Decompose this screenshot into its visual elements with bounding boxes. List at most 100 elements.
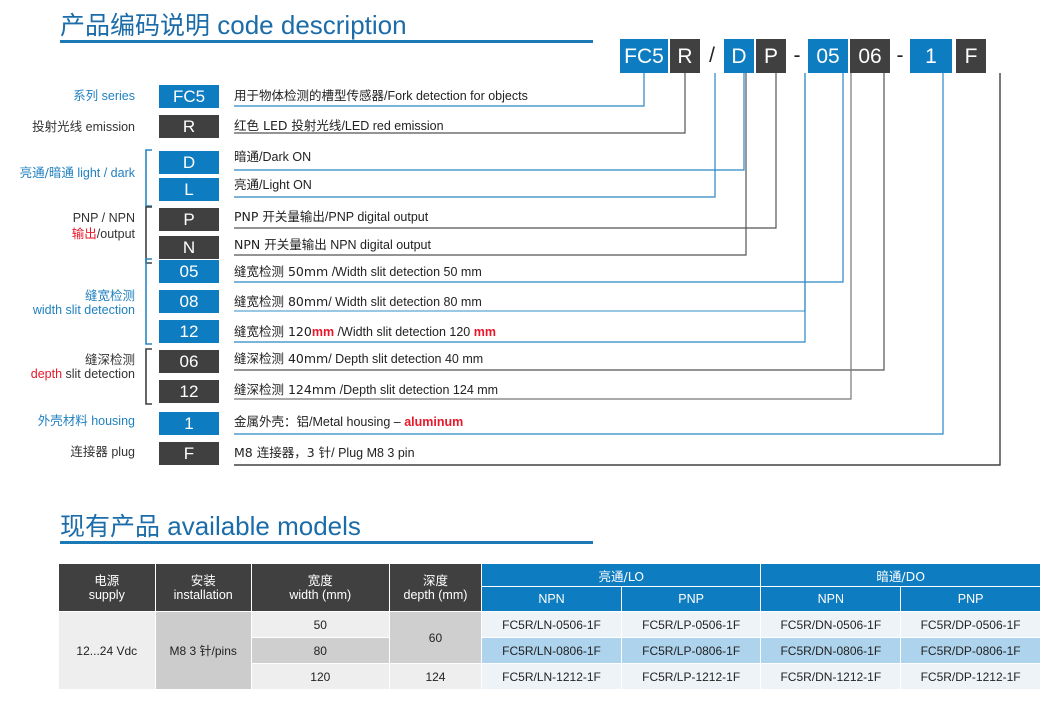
cell-width-3: 120 xyxy=(250,663,390,690)
header-supply: 电源 supply xyxy=(58,563,156,612)
description-emission-en: /LED red emission xyxy=(341,119,444,133)
label-housing-cn: 外壳材料 xyxy=(37,413,88,428)
table-row: 120 124 FC5R/LN-1212-1F FC5R/LP-1212-1F … xyxy=(59,663,1041,690)
label-pnp-npn-line1: PNP / NPN xyxy=(72,211,135,225)
code-block-housing[interactable]: 1 xyxy=(910,39,952,73)
code-block-emission[interactable]: R xyxy=(670,39,700,73)
models-title-cn: 现有产品 xyxy=(60,512,161,541)
code-block-depth[interactable]: 06 xyxy=(850,39,890,73)
header-group-do: 暗通/DO xyxy=(760,563,1041,587)
key-box-n[interactable]: N xyxy=(159,236,219,259)
description-emission-cn: 红色 LED 投射光线 xyxy=(234,118,342,133)
description-npn-output-en: NPN digital output xyxy=(326,238,431,252)
page-title-available-models: 现有产品 available models xyxy=(60,507,361,543)
description-plug: M8 连接器，3 针/ Plug M8 3 pin xyxy=(234,445,415,461)
header-width: 宽度 width (mm) xyxy=(250,563,390,612)
label-plug: 连接器 plug xyxy=(0,444,135,460)
key-box-06[interactable]: 06 xyxy=(159,350,219,373)
description-width-80: 缝宽检测 80mm/ Width slit detection 80 mm xyxy=(234,295,482,310)
code-block-series[interactable]: FC5 xyxy=(620,39,668,73)
code-block-lightdark[interactable]: D xyxy=(724,39,754,73)
key-box-f[interactable]: F xyxy=(159,442,219,465)
label-depth-slit: 缝深检测 depth slit detection xyxy=(0,352,135,382)
description-plug-en: / Plug M8 3 pin xyxy=(331,446,415,460)
description-dark-on-cn: 暗通 xyxy=(234,149,260,164)
key-box-r[interactable]: R xyxy=(159,115,219,138)
description-housing-red: aluminum xyxy=(404,415,464,429)
description-depth-40-en: / Depth slit detection 40 mm xyxy=(328,352,484,366)
cell-installation: M8 3 针/pins xyxy=(154,611,252,690)
code-block-plug[interactable]: F xyxy=(956,39,986,73)
label-width-slit: 缝宽检测 width slit detection xyxy=(0,288,135,318)
description-housing-en: /Metal housing – xyxy=(309,415,405,429)
description-depth-40-cn: 缝深检测 40mm xyxy=(234,351,329,366)
cell-supply: 12...24 Vdc xyxy=(58,611,156,690)
description-housing-cn: 金属外壳：铝 xyxy=(234,414,310,429)
cell-model-do-pnp-3: FC5R/DP-1212-1F xyxy=(900,663,1041,690)
description-light-on: 亮通/Light ON xyxy=(234,177,312,193)
label-light-dark-cn: 亮通/暗通 xyxy=(19,165,74,180)
key-box-1[interactable]: 1 xyxy=(159,412,219,435)
key-box-05[interactable]: 05 xyxy=(159,260,219,283)
cell-model-do-pnp-1: FC5R/DP-0506-1F xyxy=(900,611,1041,638)
table-row: 12...24 Vdc M8 3 针/pins 50 60 FC5R/LN-05… xyxy=(58,611,1041,690)
description-series-cn: 用于物体检测的槽型传感器 xyxy=(234,88,385,103)
description-width-80-en: / Width slit detection 80 mm xyxy=(328,295,482,309)
header-supply-cn: 电源 xyxy=(94,572,120,588)
header-lo-npn: NPN xyxy=(481,586,622,612)
key-box-d[interactable]: D xyxy=(159,151,219,174)
available-models-table: 电源 supply 安装 installation 宽度 width (mm) … xyxy=(58,563,1041,690)
header-depth-en: depth (mm) xyxy=(403,587,468,602)
description-depth-124-cn: 缝深检测 124mm xyxy=(234,382,337,397)
description-npn-output-cn: NPN 开关量输出 xyxy=(234,237,327,252)
header-do-pnp: PNP xyxy=(900,586,1041,612)
code-block-width[interactable]: 05 xyxy=(808,39,848,73)
key-box-12-depth[interactable]: 12 xyxy=(159,380,219,403)
title-rule-2 xyxy=(60,541,593,544)
description-width-120-cn: 缝宽检测 120 xyxy=(234,324,312,339)
key-box-12-width[interactable]: 12 xyxy=(159,320,219,343)
label-depth-slit-en: slit detection xyxy=(62,367,136,381)
description-width-120-red2: mm xyxy=(473,325,496,339)
key-box-08[interactable]: 08 xyxy=(159,290,219,313)
cell-model-do-npn-2: FC5R/DN-0806-1F xyxy=(760,637,902,664)
key-box-p[interactable]: P xyxy=(159,208,219,231)
label-housing-en: housing xyxy=(91,414,135,428)
label-series: 系列 series xyxy=(0,88,135,104)
header-installation-cn: 安装 xyxy=(190,572,216,588)
key-box-l[interactable]: L xyxy=(159,178,219,201)
description-npn-output: NPN 开关量输出 NPN digital output xyxy=(234,237,431,253)
description-plug-cn: M8 连接器，3 针 xyxy=(234,445,332,460)
page-title-code-description: 产品编码说明 code description xyxy=(60,6,407,42)
description-pnp-output-en: /PNP digital output xyxy=(324,210,429,224)
code-block-output[interactable]: P xyxy=(756,39,786,73)
label-light-dark: 亮通/暗通 light / dark xyxy=(0,165,135,181)
label-light-dark-en: light / dark xyxy=(77,166,135,180)
key-box-fc5[interactable]: FC5 xyxy=(159,85,219,108)
description-series: 用于物体检测的槽型传感器/Fork detection for objects xyxy=(234,88,528,104)
cell-model-lo-npn-2: FC5R/LN-0806-1F xyxy=(481,637,622,664)
description-pnp-output: PNP 开关量输出/PNP digital output xyxy=(234,210,429,225)
description-dark-on: 暗通/Dark ON xyxy=(234,149,312,165)
description-width-50-cn: 缝宽检测 50mm xyxy=(234,264,329,279)
cell-model-do-npn-1: FC5R/DN-0506-1F xyxy=(760,611,902,638)
label-depth-slit-en-red: depth xyxy=(30,367,63,381)
label-emission-en: emission xyxy=(85,120,135,134)
description-dark-on-en: /Dark ON xyxy=(259,150,312,164)
label-emission-cn: 投射光线 xyxy=(32,119,83,134)
cell-installation-a: M8 3 xyxy=(169,644,200,658)
label-plug-cn: 连接器 xyxy=(70,444,108,459)
description-light-on-cn: 亮通 xyxy=(234,177,260,192)
label-housing: 外壳材料 housing xyxy=(0,413,135,429)
description-width-120-red: mm xyxy=(311,325,335,339)
description-housing: 金属外壳：铝/Metal housing – aluminum xyxy=(234,414,464,430)
header-do-npn: NPN xyxy=(760,586,902,612)
description-width-120: 缝宽检测 120mm /Width slit detection 120 mm xyxy=(234,324,496,340)
description-width-120-en: /Width slit detection 120 xyxy=(334,325,474,339)
page-title-en: code description xyxy=(217,10,407,40)
header-depth-cn: 深度 xyxy=(422,572,448,588)
code-separator-slash: / xyxy=(709,44,715,67)
header-width-cn: 宽度 xyxy=(307,572,333,588)
page-title-cn: 产品编码说明 xyxy=(60,11,211,40)
description-series-en: /Fork detection for objects xyxy=(384,89,528,103)
